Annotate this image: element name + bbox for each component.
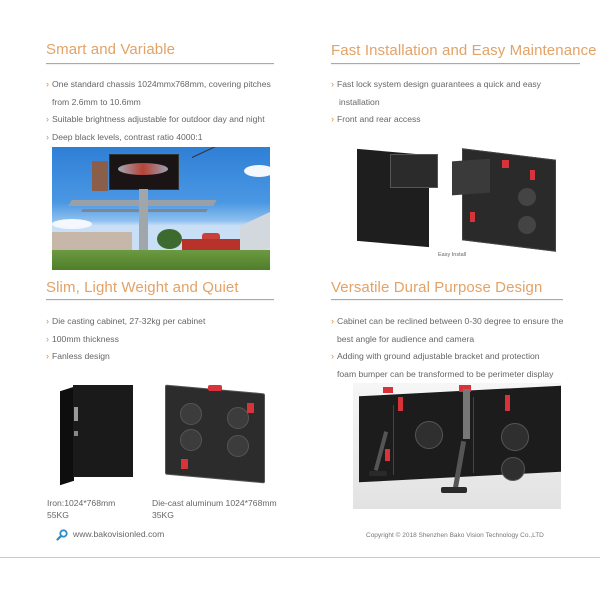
bullet-item: ›One standard chassis 1024mmx768mm, cove… — [46, 79, 271, 89]
billboard-photo — [52, 147, 270, 270]
heading-fast-installation: Fast Installation and Easy Maintenance — [331, 42, 597, 59]
bullet-item: ›Cabinet can be reclined between 0-30 de… — [331, 316, 564, 326]
bullet-item: ›Suitable brightness adjustable for outd… — [46, 114, 265, 124]
bullet-arrow-icon: › — [46, 333, 49, 344]
bullet-arrow-icon: › — [46, 79, 49, 89]
bullet-arrow-icon: › — [331, 316, 334, 326]
footer-divider — [0, 557, 600, 558]
bullet-item-continuation: foam bumper can be transformed to be per… — [337, 368, 554, 379]
fast-bullet-list: ›Fast lock system design guarantees a qu… — [331, 76, 541, 129]
smart-bullet-list: ›One standard chassis 1024mmx768mm, cove… — [46, 76, 271, 146]
die-cast-cabinet-spec: Die-cast aluminum 1024*768mm 35KG — [152, 498, 277, 520]
heading-rule — [331, 299, 563, 300]
bullet-item: ›100mm thickness — [46, 333, 119, 344]
heading-rule — [46, 299, 274, 300]
bullet-item: ›Front and rear access — [331, 114, 421, 124]
easy-install-caption: Easy Install — [438, 252, 467, 258]
die-cast-cabinet-image — [165, 384, 265, 484]
bullet-arrow-icon: › — [331, 79, 334, 89]
bullet-item-continuation: best angle for audience and camera — [337, 333, 475, 344]
copyright-text: Copyright © 2018 Shenzhen Bako Vision Te… — [366, 532, 544, 539]
bullet-item: ›Deep black levels, contrast ratio 4000:… — [46, 131, 203, 142]
heading-slim-light-weight: Slim, Light Weight and Quiet — [46, 279, 239, 296]
bullet-item: ›Die casting cabinet, 27-32kg per cabine… — [46, 316, 206, 326]
bullet-arrow-icon: › — [331, 351, 334, 361]
website-link[interactable]: www.bakovisionled.com — [56, 528, 164, 541]
heading-rule — [331, 63, 580, 64]
bullet-arrow-icon: › — [46, 114, 49, 124]
slim-bullet-list: ›Die casting cabinet, 27-32kg per cabine… — [46, 313, 205, 366]
versatile-bullet-list: ›Cabinet can be reclined between 0-30 de… — [331, 313, 563, 383]
bullet-arrow-icon: › — [46, 351, 49, 361]
heading-smart-and-variable: Smart and Variable — [46, 41, 176, 58]
bullet-item: ›Fanless design — [46, 351, 110, 361]
iron-cabinet-spec: Iron:1024*768mm 55KG — [47, 498, 116, 520]
bullet-item-continuation: from 2.6mm to 10.6mm — [52, 96, 141, 107]
bullet-item: ›Adding with ground adjustable bracket a… — [331, 351, 540, 361]
iron-cabinet-image — [60, 385, 135, 486]
bullet-item-continuation: installation — [339, 96, 380, 107]
perimeter-display-image — [353, 383, 561, 509]
bullet-item: ›Fast lock system design guarantees a qu… — [331, 79, 541, 89]
bullet-arrow-icon: › — [46, 316, 49, 326]
easy-install-image — [352, 148, 562, 252]
heading-versatile-design: Versatile Dural Purpose Design — [331, 279, 543, 296]
bullet-arrow-icon: › — [331, 114, 334, 124]
bullet-arrow-icon: › — [46, 131, 49, 142]
heading-rule — [46, 63, 274, 64]
search-icon — [56, 528, 68, 541]
